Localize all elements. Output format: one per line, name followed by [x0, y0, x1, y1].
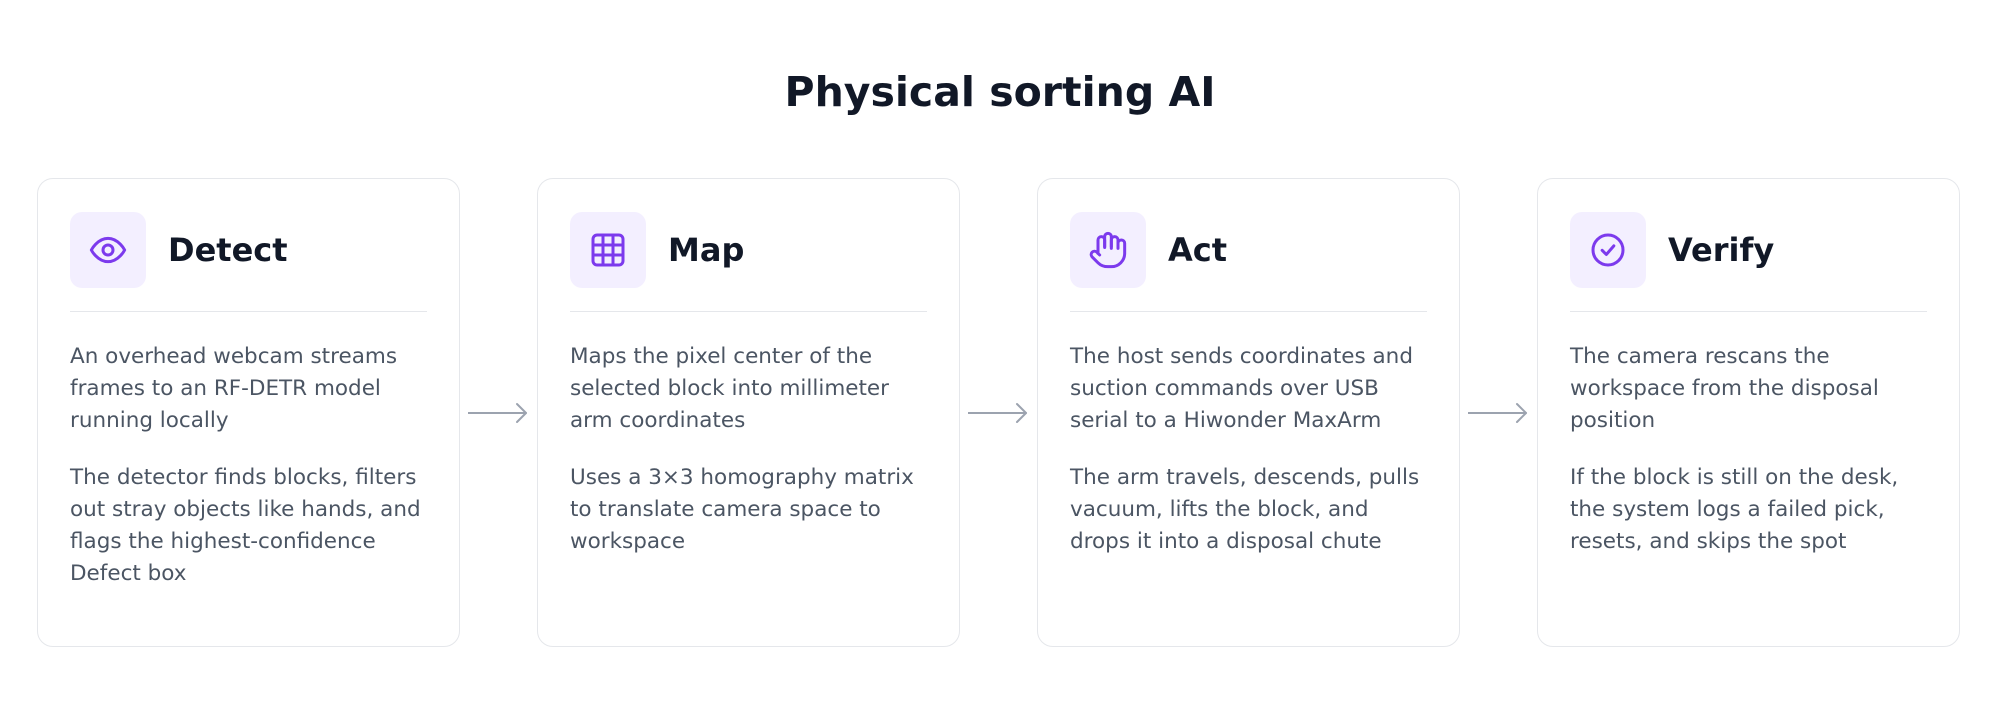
card-paragraph: The host sends coordinates and suction c… [1070, 344, 1413, 433]
card-title: Detect [168, 231, 288, 269]
icon-badge [1070, 212, 1146, 288]
card-title: Verify [1668, 231, 1775, 269]
step-card-map: Map Maps the pixel center of the selecte… [537, 178, 960, 647]
card-header: Detect [70, 212, 427, 288]
card-paragraph: The camera rescans the workspace from th… [1570, 344, 1879, 433]
card-paragraph: The arm travels, descends, pulls vacuum,… [1070, 465, 1420, 554]
grid-icon [591, 233, 625, 267]
page-title: Physical sorting AI [784, 68, 1216, 116]
step-card-verify: Verify The camera rescans the workspace … [1537, 178, 1960, 647]
eye-icon [89, 236, 127, 264]
step-card-act: Act The host sends coordinates and sucti… [1037, 178, 1460, 647]
card-paragraph: Maps the pixel center of the selected bl… [570, 344, 889, 433]
icon-badge [1570, 212, 1646, 288]
card-header: Verify [1570, 212, 1927, 288]
card-body: The camera rescans the workspace from th… [1570, 341, 1931, 583]
card-body: The host sends coordinates and suction c… [1070, 341, 1431, 583]
arrow-right-icon [968, 403, 1027, 423]
check-circle-icon [1591, 233, 1625, 267]
card-title: Map [668, 231, 745, 269]
card-paragraph: An overhead webcam streams frames to an … [70, 344, 398, 433]
arrow-right-icon [1468, 403, 1527, 423]
card-body: Maps the pixel center of the selected bl… [570, 341, 931, 583]
card-paragraph: The detector finds blocks, filters out s… [70, 465, 421, 586]
card-header: Map [570, 212, 927, 288]
arrow-right-icon [468, 403, 527, 423]
icon-badge [70, 212, 146, 288]
divider [1070, 311, 1427, 312]
icon-badge [570, 212, 646, 288]
card-paragraph: If the block is still on the desk, the s… [1570, 465, 1899, 554]
card-body: An overhead webcam streams frames to an … [70, 341, 431, 615]
card-header: Act [1070, 212, 1427, 288]
hand-icon [1089, 231, 1127, 269]
divider [1570, 311, 1927, 312]
divider [70, 311, 427, 312]
divider [570, 311, 927, 312]
step-card-detect: Detect An overhead webcam streams frames… [37, 178, 460, 647]
card-title: Act [1168, 231, 1228, 269]
card-paragraph: Uses a 3×3 homography matrix to translat… [570, 465, 914, 554]
